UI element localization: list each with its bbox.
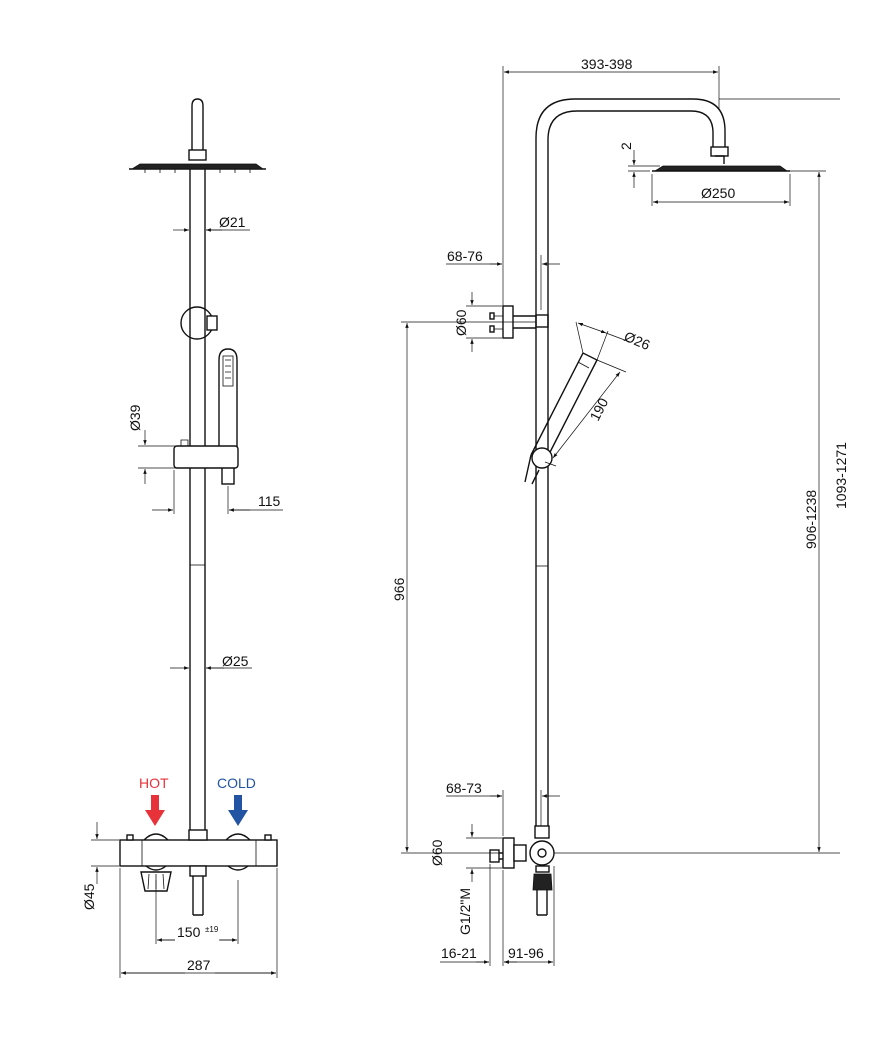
dim-text-overall-width: 287 [187,957,211,973]
bath-outlet-side [536,890,548,916]
dimension-escutcheon-diameter: Ø60 [429,824,502,882]
handset-holder-front [173,445,239,469]
dimension-total-height-partial: 1093-1271 [833,442,849,509]
dimension-wall-bracket-offset: 68-76 [446,248,560,310]
dim-text-valve-diameter: Ø45 [81,883,97,910]
dim-text-bracket-diameter: Ø60 [453,309,469,336]
hot-label: HOT [139,775,169,791]
dim-text-wall-bracket-offset: 68-76 [447,248,483,264]
gooseneck-arm-inner [547,110,714,304]
dim-text-thread-length: 16-21 [441,945,477,961]
dim-text-total-height-partial: 1093-1271 [833,442,849,509]
dim-text-escutcheon-diameter: Ø60 [429,839,445,866]
diverter-lever-front [206,315,218,331]
dimension-handset-diameter-side: Ø26 [575,321,653,361]
rain-head-front [129,163,266,173]
head-connector-side [710,146,729,157]
riser-union-front [188,829,208,841]
dimension-holder-offset: 115 [152,470,283,514]
dimension-head-diameter: Ø250 [651,174,791,206]
cold-label: COLD [217,775,256,791]
side-view: 393-398 2 Ø250 68-76 Ø60 [391,56,849,966]
dim-text-thread: G1/2"M [457,888,473,935]
dim-text-head-gap: 2 [618,142,634,150]
lower-riser-front [189,565,206,830]
outlet-nut-front [189,865,207,877]
dim-text-handset-length: 190 [586,395,611,423]
dimension-handset-diameter: Ø39 [127,404,178,484]
dim-text-handset-diameter-side: Ø26 [622,328,653,353]
dimension-riser-diameter: Ø25 [170,653,252,670]
dimension-riser-height: 966 [391,321,536,854]
bath-outlet-front [192,876,204,916]
dimension-head-height: 906-1238 [554,170,840,854]
dimension-overall-width: 287 [119,868,278,978]
valve-body-side [529,840,555,866]
thermostatic-valve-front [119,829,278,916]
valve-knob-side [532,873,553,891]
valve-body-front [119,839,278,867]
dimension-head-arm-diameter: Ø21 [173,214,250,232]
dim-text-valve-offset: 68-73 [446,780,482,796]
hot-arrow [145,795,165,826]
upper-riser-side [535,304,549,566]
dimension-thread: G1/2"M [457,888,473,935]
dim-text-valve-depth: 91-96 [508,945,544,961]
upper-riser-front [189,169,206,565]
dim-text-inlet-tolerance: ±19 [205,925,219,934]
dimension-arm-reach: 393-398 [502,56,720,306]
dimension-head-gap: 2 [618,142,660,188]
thermostatic-valve-side [489,825,555,916]
lower-riser-side [535,566,549,830]
rain-head-side [652,165,790,172]
dim-text-inlet-spacing: 150 [177,924,201,940]
dim-text-head-arm-diameter: Ø21 [219,214,246,230]
gooseneck-arm-outer [535,98,726,304]
dimension-valve-offset: 68-73 [446,780,560,836]
dim-text-head-height: 906-1238 [803,490,819,549]
front-view: HOT COLD Ø21 [81,98,283,978]
dimension-valve-depth: 91-96 [504,866,555,966]
dimension-inlet-spacing: 150 ±19 [155,880,239,944]
escutcheon-side [502,837,515,869]
dim-text-handset-diameter: Ø39 [127,404,143,431]
dimension-handset-length: 190 [544,359,627,467]
dim-text-riser-height: 966 [391,577,407,601]
dim-text-riser-diameter: Ø25 [222,653,249,669]
dimension-valve-diameter: Ø45 [81,822,119,910]
cold-arrow [228,795,248,826]
riser-union-side [534,825,550,839]
inlet-thread-side [489,849,500,863]
handset-holder-side [531,447,553,469]
head-connector-front [188,149,207,161]
shower-arm-front [191,98,204,150]
dim-text-holder-offset: 115 [258,493,281,509]
dimension-thread-length: 16-21 [440,864,517,966]
dim-text-arm-reach: 393-398 [581,56,633,72]
dimension-bracket-diameter: Ø60 [453,292,502,352]
dim-text-head-diameter: Ø250 [701,185,735,201]
